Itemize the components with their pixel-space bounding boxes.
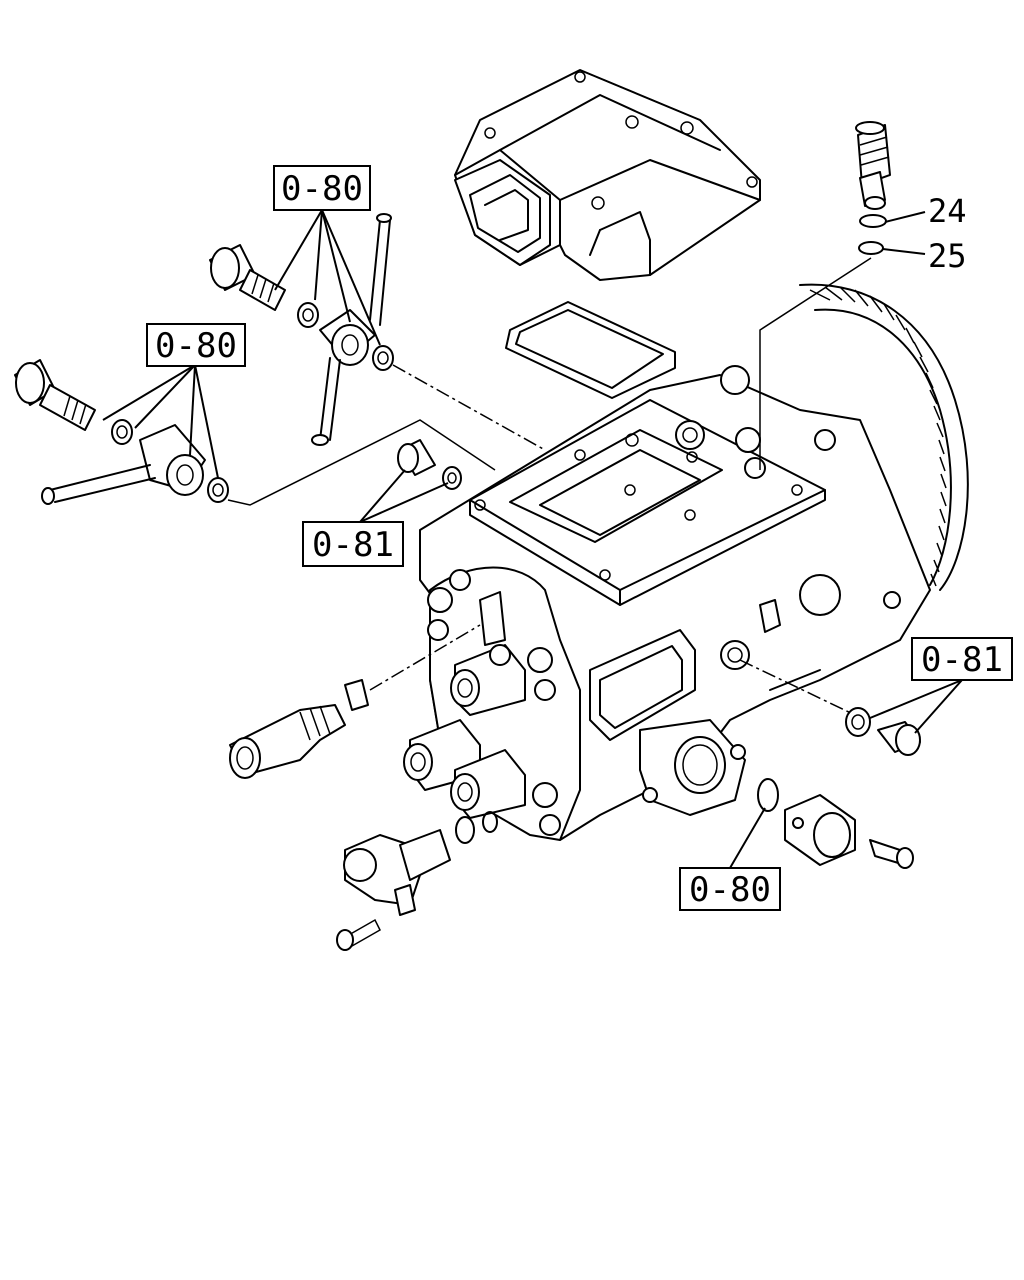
callout-right: 0-81 [911, 637, 1013, 681]
callout-mid-label: 0-81 [312, 525, 394, 565]
banjo-fitting-upper [209, 213, 546, 451]
item-number-24: 24 [928, 192, 967, 230]
callout-right-label: 0-81 [921, 640, 1003, 680]
gasket [505, 301, 676, 399]
callout-top-label: 0-80 [281, 169, 363, 209]
control-unit [454, 69, 761, 281]
regulating-valve [759, 121, 926, 470]
delivery-fittings [403, 591, 526, 819]
side-plug [739, 659, 921, 756]
callout-bottom: 0-80 [679, 867, 781, 911]
callout-left-label: 0-80 [155, 326, 237, 366]
banjo-fitting-lower [14, 359, 496, 506]
cover-plate [757, 778, 914, 869]
plug-and-washer [397, 439, 462, 490]
leader-lines [102, 209, 963, 869]
item-number-25: 25 [928, 237, 967, 275]
sensor [336, 811, 498, 952]
callout-bottom-label: 0-80 [689, 870, 771, 910]
callout-left: 0-80 [146, 323, 246, 367]
callout-mid: 0-81 [302, 521, 404, 567]
callout-top: 0-80 [273, 165, 371, 211]
pump-body [419, 283, 969, 841]
solenoid-fitting [229, 624, 481, 779]
